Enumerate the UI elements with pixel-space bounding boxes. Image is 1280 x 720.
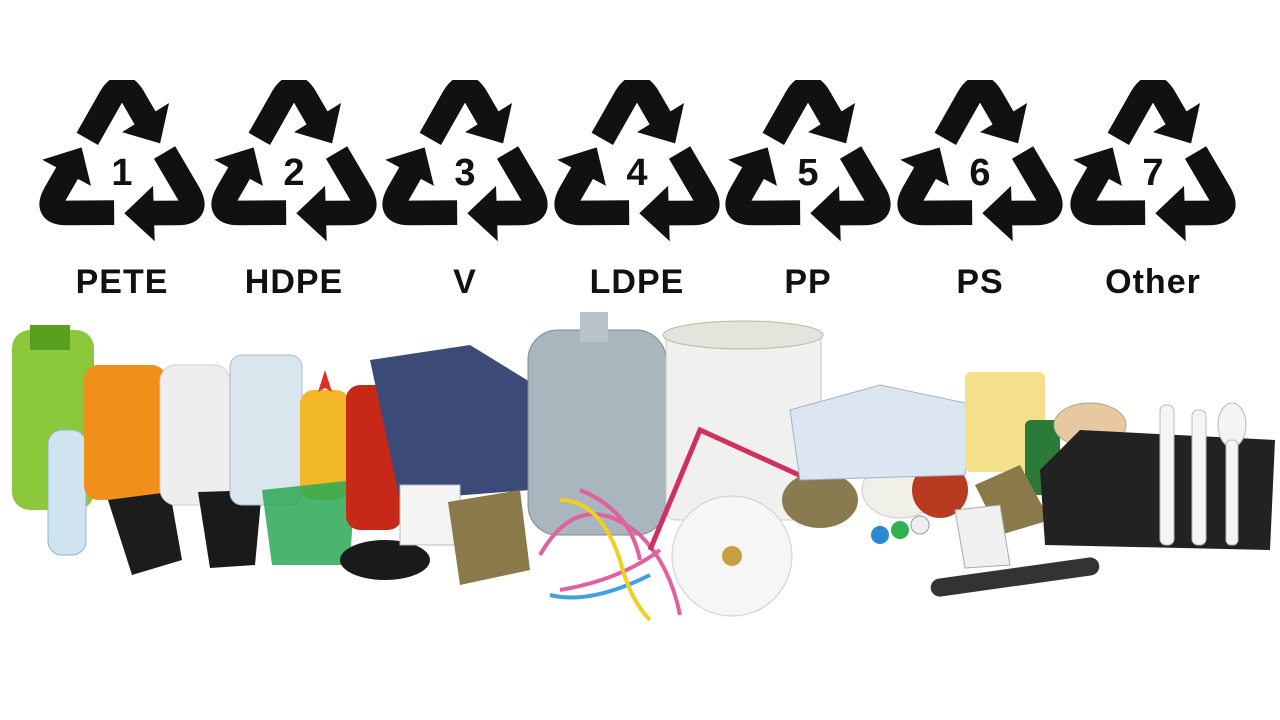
resin-code-number: 3	[454, 152, 476, 194]
black-pot	[108, 492, 182, 575]
cd-case	[448, 490, 530, 585]
blue-bin	[370, 345, 535, 500]
black-lid	[340, 540, 430, 580]
water-jug	[229, 354, 303, 506]
resin-code-label: V	[453, 263, 477, 301]
white-tray	[954, 504, 1011, 569]
resin-code-label: PETE	[75, 263, 169, 301]
resin-code-label: PS	[956, 263, 1004, 301]
mustard-bottle	[300, 390, 350, 500]
plastic-products-photo	[12, 312, 1275, 622]
plastic-cutlery	[1159, 402, 1247, 546]
resin-code-number: 1	[111, 152, 133, 194]
black-pot-2	[198, 490, 262, 568]
straws	[538, 488, 682, 616]
resin-code-label: PP	[784, 263, 832, 301]
resin-code-number: 7	[1142, 152, 1164, 194]
resin-code-label: HDPE	[244, 263, 344, 301]
resin-code-number: 2	[283, 152, 305, 194]
hairbrush	[930, 557, 1100, 597]
resin-code-label: Other	[1105, 263, 1201, 301]
milk-jug	[159, 364, 231, 506]
hanger	[647, 426, 812, 551]
water-cooler-bottle	[527, 329, 667, 536]
resin-code-number: 4	[626, 152, 648, 194]
resin-code-label: LDPE	[589, 263, 685, 301]
orange-jug	[84, 365, 166, 500]
water-bottle-small	[47, 429, 87, 556]
caps	[782, 472, 858, 528]
green-basket	[262, 480, 355, 565]
resin-code-number: 5	[797, 152, 819, 194]
resin-code-number: 6	[969, 152, 991, 194]
black-crate	[1040, 430, 1275, 550]
